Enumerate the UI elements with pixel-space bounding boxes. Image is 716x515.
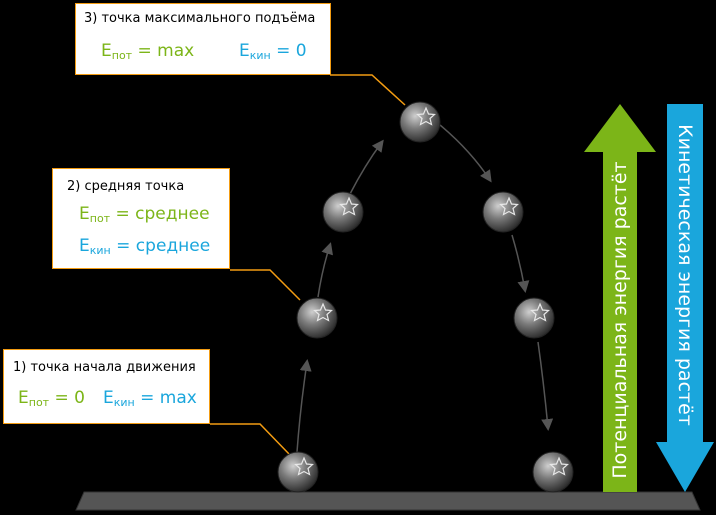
box-title: 2) средняя точка [67, 179, 185, 194]
connector-line-bottom [210, 423, 291, 456]
ground-platform [75, 491, 701, 511]
ball-rising-1 [296, 297, 338, 339]
ball-rising-2 [322, 191, 364, 233]
ball-start [277, 451, 319, 493]
connector-line-top [330, 74, 406, 106]
potential-energy-value: Eпот = max [101, 41, 195, 62]
potential-energy-arrow [584, 104, 656, 492]
ball-end [532, 451, 574, 493]
potential-energy-value: Eпот = 0 [18, 388, 85, 409]
trajectory-arrow [537, 341, 554, 431]
info-box-middle-point: 2) средняя точка Eпот = среднее Eкин = с… [52, 168, 230, 269]
kinetic-energy-arrow [656, 104, 714, 492]
ball-falling-2 [513, 297, 555, 339]
trajectory-arrow [317, 242, 333, 298]
info-box-max-height: 3) точка максимального подъёма Eпот = ma… [75, 3, 331, 75]
kinetic-energy-label: Кинетическая энергия растёт [674, 124, 696, 426]
potential-energy-label: Потенциальная энергия растёт [609, 161, 631, 479]
connector-line-middle [230, 269, 301, 301]
box-title: 3) точка максимального подъёма [84, 11, 316, 26]
kinetic-energy-value: Eкин = среднее [79, 236, 211, 257]
kinetic-energy-value: Eкин = 0 [239, 41, 307, 62]
kinetic-energy-value: Eкин = max [103, 388, 197, 409]
potential-energy-value: Eпот = среднее [79, 204, 210, 225]
trajectory-arrow [296, 359, 312, 453]
trajectory-arrow [349, 139, 384, 195]
trajectory-arrow [511, 234, 530, 293]
ball-top [399, 101, 441, 143]
info-box-start-point: 1) точка начала движения Eпот = 0 Eкин =… [3, 349, 210, 424]
box-title: 1) точка начала движения [13, 360, 196, 375]
ball-falling-1 [482, 191, 524, 233]
trajectory-arrow [439, 124, 492, 183]
